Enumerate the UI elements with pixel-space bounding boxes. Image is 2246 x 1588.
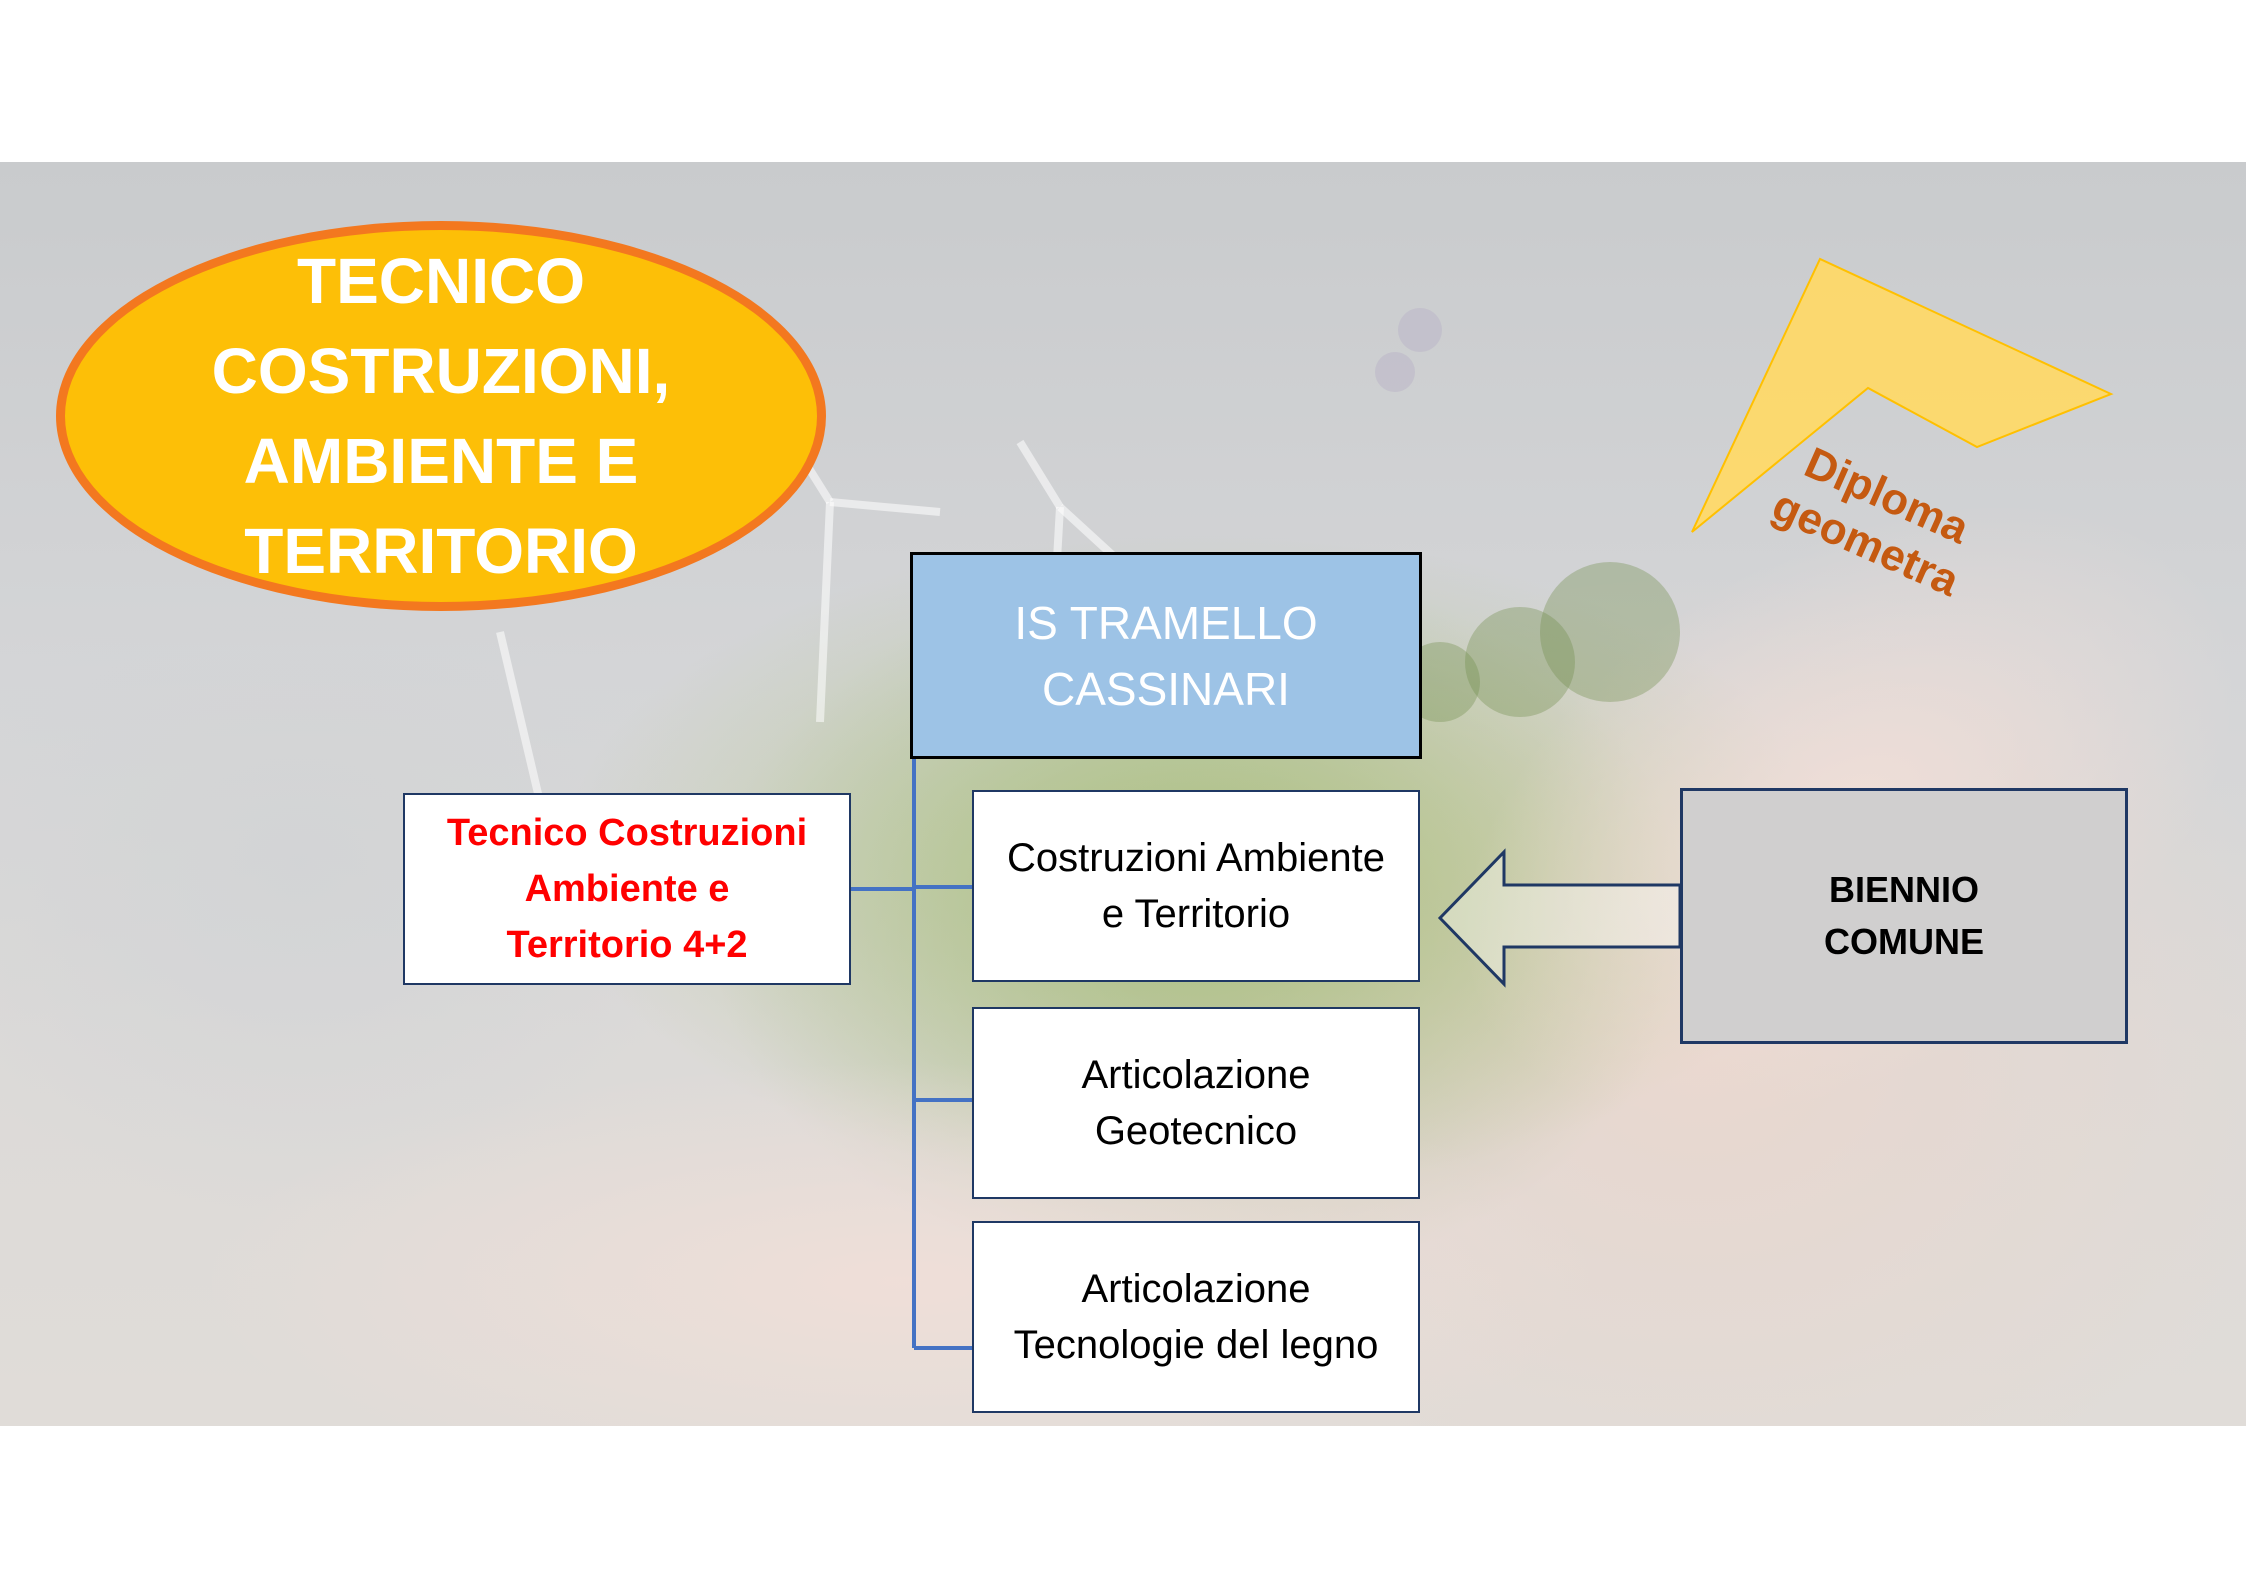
tree-child-box: Articolazione Geotecnico (972, 1007, 1420, 1199)
tree-child-box: Articolazione Tecnologie del legno (972, 1221, 1420, 1413)
tree-root-box: IS TRAMELLO CASSINARI (910, 552, 1422, 759)
slide: Diploma geometra TECNICO COSTRUZIONI, AM… (0, 162, 2246, 1426)
title-text: TECNICO COSTRUZIONI, AMBIENTE E TERRITOR… (211, 245, 671, 587)
title-ellipse: TECNICO COSTRUZIONI, AMBIENTE E TERRITOR… (56, 221, 826, 611)
biennio-box: BIENNIO COMUNE (1680, 788, 2128, 1044)
course-box: Tecnico Costruzioni Ambiente e Territori… (403, 793, 851, 985)
tree-child-box: Costruzioni Ambiente e Territorio (972, 790, 1420, 982)
